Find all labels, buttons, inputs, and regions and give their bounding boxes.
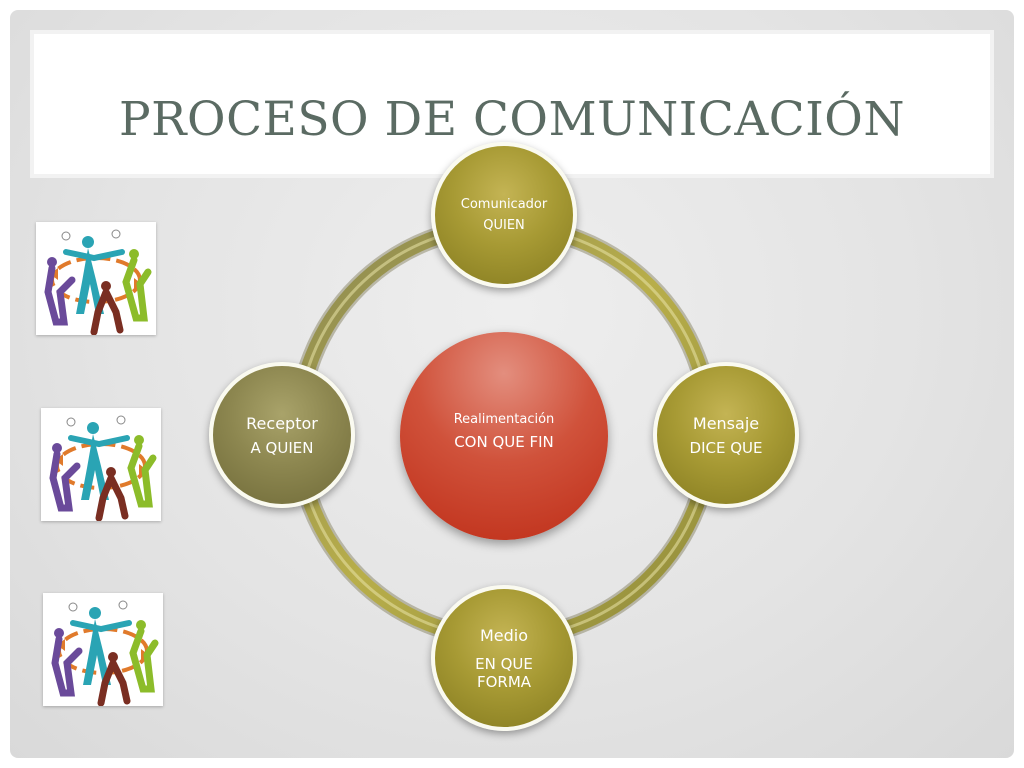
cycle-node-receptor: Receptor A QUIEN bbox=[209, 362, 355, 508]
node-medio-label: Medio bbox=[479, 625, 529, 645]
cycle-node-medio: Medio EN QUE FORMA bbox=[431, 585, 577, 731]
node-mensaje-sublabel: DICE QUE bbox=[689, 438, 763, 457]
communication-clipart-image bbox=[36, 222, 156, 335]
node-comunicador-label: Comunicador bbox=[460, 197, 548, 212]
node-medio-sublabel: EN QUE FORMA bbox=[475, 654, 533, 691]
slide-title: PROCESO DE COMUNICACIÓN bbox=[119, 92, 905, 147]
node-comunicador-sublabel: QUIEN bbox=[483, 218, 525, 233]
slide: PROCESO DE COMUNICACIÓN bbox=[10, 10, 1014, 758]
cycle-node-comunicador: Comunicador QUIEN bbox=[431, 142, 577, 288]
communication-clipart-image bbox=[43, 593, 163, 706]
node-receptor-label: Receptor bbox=[246, 413, 318, 433]
cycle-node-realimentacion: Realimentación CON QUE FIN bbox=[400, 332, 608, 540]
cycle-node-mensaje: Mensaje DICE QUE bbox=[653, 362, 799, 508]
communication-clipart-image bbox=[41, 408, 161, 521]
node-mensaje-label: Mensaje bbox=[692, 413, 760, 433]
node-realimentacion-sublabel: CON QUE FIN bbox=[454, 432, 554, 451]
node-receptor-sublabel: A QUIEN bbox=[250, 438, 314, 457]
node-realimentacion-label: Realimentación bbox=[453, 411, 555, 427]
